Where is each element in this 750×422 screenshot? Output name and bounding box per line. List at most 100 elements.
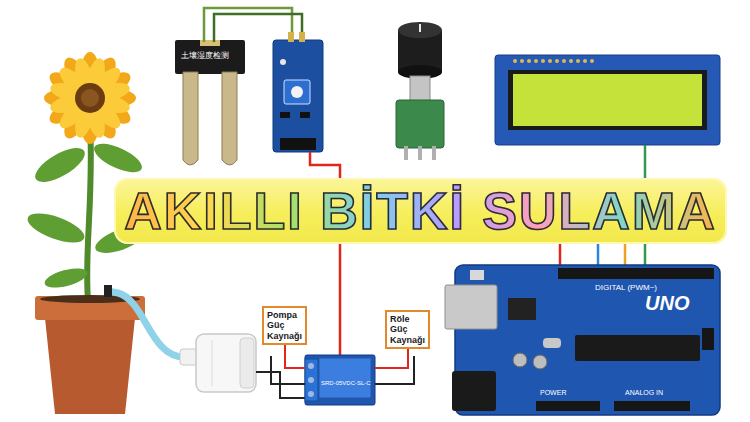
sunflower-leaf (24, 207, 88, 248)
potentiometer (432, 146, 436, 160)
sensor-module (291, 86, 303, 98)
lcd-display (548, 59, 552, 63)
lcd-display (527, 59, 531, 63)
relay-part-number: SRD-05VDC-SL-C (321, 380, 371, 386)
sunflower-leaf (30, 141, 89, 188)
lcd-display (583, 59, 587, 63)
sunflower-stem (87, 118, 91, 300)
arduino-board (558, 268, 714, 279)
water-pump (240, 338, 254, 388)
node-label: Röle Güç Kaynağı (390, 314, 425, 345)
title-banner: AKILLI BİTKİ SULAMA (114, 178, 727, 244)
power-wire (375, 349, 408, 368)
water-tube (104, 285, 184, 357)
sensor-wire (214, 14, 302, 42)
arduino-board (445, 265, 720, 415)
power-wire (271, 356, 305, 384)
lcd-display (495, 55, 720, 145)
potentiometer (418, 146, 422, 160)
sensor-wire (204, 8, 302, 42)
flower-pot (45, 318, 135, 414)
relay-module (305, 355, 375, 405)
relay-module (305, 355, 375, 405)
relay-module (319, 358, 371, 398)
sunflower-center (75, 83, 105, 113)
board-name: UNO (645, 293, 689, 313)
arduino-board (470, 270, 484, 280)
lcd-display (562, 59, 566, 63)
arduino-uno: DIGITAL (PWM~)UNO POWER ANALOG IN (455, 265, 720, 415)
potentiometer (410, 76, 430, 102)
lcd-display (590, 59, 594, 63)
arduino-board (543, 338, 561, 348)
power-supply-box: Pompa Güç Kaynağı (262, 306, 307, 345)
sensor-module (284, 80, 310, 104)
soil-probe (183, 72, 198, 165)
arduino-board (702, 328, 714, 350)
arduino-board (452, 371, 496, 411)
lcd-display (513, 59, 517, 63)
lcd-display (508, 70, 707, 130)
sunflower-petals (44, 52, 136, 144)
pin-header-label: POWER (540, 389, 566, 396)
arduino-board (513, 353, 527, 367)
water-tube (104, 285, 112, 297)
sunflower-leaf (90, 138, 146, 178)
sunflower-center (81, 89, 99, 107)
relay-module (308, 377, 314, 383)
soil-probe (175, 40, 245, 74)
power-wire (271, 356, 414, 384)
relay-module (308, 391, 314, 397)
relay-module: SRD-05VDC-SL-C (305, 355, 375, 405)
lcd-display (513, 74, 702, 126)
pin-header-label: ANALOG IN (625, 389, 663, 396)
sunflower-stem (87, 118, 91, 300)
relay-module (308, 363, 314, 369)
potentiometer (396, 22, 444, 160)
soil-probe (222, 72, 237, 165)
sunflower-petals (48, 56, 131, 139)
flower-pot (35, 295, 145, 414)
potentiometer (396, 100, 444, 148)
sensor-module (280, 59, 286, 65)
probe-print: 土壤湿度检测 (181, 52, 229, 60)
lcd-display (495, 55, 720, 145)
water-tube (108, 291, 184, 357)
lcd-display (513, 59, 594, 63)
lcd-display (541, 59, 545, 63)
sunflower-leaf (43, 265, 90, 292)
lcd-display (555, 59, 559, 63)
sunflower-center (75, 83, 105, 113)
sensor-module (280, 138, 316, 150)
power-wire (285, 345, 305, 368)
sensor-module (300, 112, 310, 118)
sensor-module (299, 32, 305, 42)
sensor-module (273, 32, 323, 152)
sensor-module (288, 32, 294, 42)
arduino-board (614, 401, 690, 411)
arduino-board (536, 401, 600, 411)
arduino-board (533, 355, 547, 369)
arduino-board (575, 335, 700, 361)
potentiometer (398, 22, 442, 38)
water-pump (196, 334, 256, 392)
lcd-display (520, 59, 524, 63)
node-label: Pompa Güç Kaynağı (267, 310, 302, 341)
arduino-board (445, 285, 497, 329)
relay-module (305, 359, 318, 401)
pin-header-label: DIGITAL (PWM~) (595, 284, 657, 292)
soil-probe (175, 40, 245, 165)
power-supply-box: Röle Güç Kaynağı (385, 310, 430, 349)
sensor-module (273, 40, 323, 152)
lcd-display (569, 59, 573, 63)
potentiometer (404, 146, 408, 160)
title-text: AKILLI BİTKİ SULAMA (124, 185, 717, 237)
water-pump (180, 334, 256, 392)
water-pump (212, 340, 213, 386)
arduino-board (508, 298, 536, 320)
sensor-module (280, 112, 290, 118)
potentiometer (419, 24, 421, 32)
lcd-display (534, 59, 538, 63)
lcd-display (576, 59, 580, 63)
